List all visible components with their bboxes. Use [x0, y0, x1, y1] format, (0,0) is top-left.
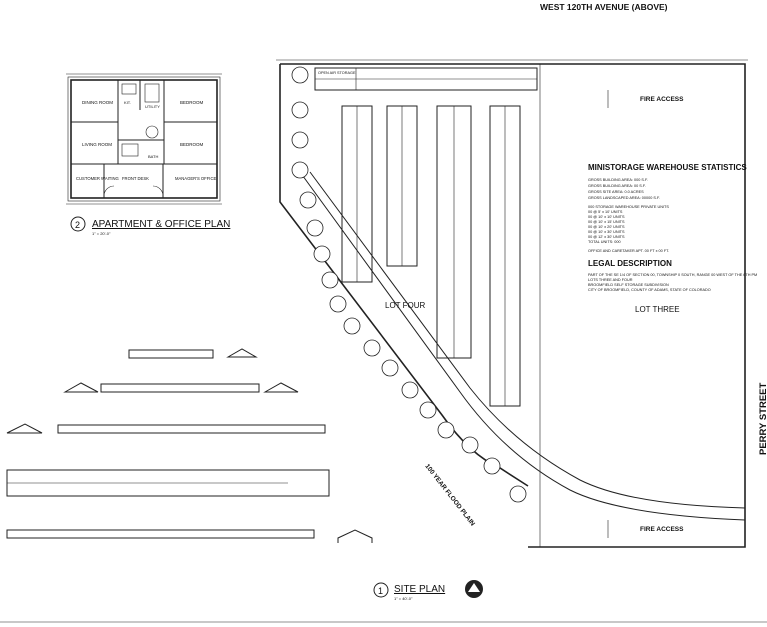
svg-text:00 @ 12' x 30' UNITS: 00 @ 12' x 30' UNITS [588, 235, 625, 239]
svg-text:GROSS BUILDING AREA: 000 S.F.: GROSS BUILDING AREA: 000 S.F. [588, 178, 648, 182]
svg-text:GROSS SITE AREA: 0.0 ACRES: GROSS SITE AREA: 0.0 ACRES [588, 190, 644, 194]
apartment-office-plan: DINING ROOM BEDROOM LIVING ROOM BEDROOM … [66, 73, 230, 236]
flood-plain-label: 100 YEAR FLOOD PLAIN [423, 463, 476, 528]
room-dining: DINING ROOM [82, 100, 113, 105]
elevation-2 [63, 382, 299, 393]
room-front-desk: FRONT DESK [122, 176, 149, 181]
lot-four-label: LOT FOUR [385, 301, 426, 310]
storage-building-3 [436, 105, 472, 359]
storage-building-4 [489, 105, 521, 407]
storage-building-1 [341, 105, 373, 283]
site-plan: OPEN AIR STORAGE LOT FOUR LOT THREE FIRE… [276, 59, 748, 601]
svg-text:LOTS THREE AND FOUR: LOTS THREE AND FOUR [588, 278, 633, 282]
svg-text:TOTAL UNITS: 000: TOTAL UNITS: 000 [588, 240, 621, 244]
statistics-lines: GROSS BUILDING AREA: 000 S.F. GROSS BUIL… [588, 178, 669, 253]
legal-title: LEGAL DESCRIPTION [588, 259, 672, 268]
statistics-title: MINISTORAGE WAREHOUSE STATISTICS [588, 163, 747, 172]
elevation-5 [6, 529, 373, 543]
plan-2-scale: 1" = 20'-0" [92, 231, 111, 236]
entry-label: OPEN AIR STORAGE [318, 71, 356, 75]
room-living: LIVING ROOM [82, 142, 112, 147]
room-kitchen: KIT. [124, 100, 131, 105]
room-customer: CUSTOMER WAITING [76, 176, 119, 181]
plan-1-number-circle [373, 582, 389, 598]
svg-text:100 YEAR FLOOD PLAIN: 100 YEAR FLOOD PLAIN [423, 463, 476, 528]
room-bath: BATH [148, 154, 158, 159]
plan-1-scale: 1" = 40'-0" [394, 596, 413, 601]
svg-text:00 @ 10' x 30' UNITS: 00 @ 10' x 30' UNITS [588, 230, 625, 234]
svg-text:00 @ 10' x 10' UNITS: 00 @ 10' x 10' UNITS [588, 215, 625, 219]
elevations [6, 348, 373, 543]
svg-text:CITY OF BROOMFIELD, COUNTY OF: CITY OF BROOMFIELD, COUNTY OF ADAMS, STA… [588, 288, 711, 292]
plan-1-number: 1 [378, 586, 383, 596]
perry-street-label: PERRY STREET [758, 382, 767, 455]
svg-text:PERRY STREET: PERRY STREET [758, 382, 767, 455]
room-utility: UTILITY [145, 104, 160, 109]
room-bedroom-2: BEDROOM [180, 142, 204, 147]
svg-text:00 @ 10' x 15' UNITS: 00 @ 10' x 15' UNITS [588, 220, 625, 224]
north-street-label: WEST 120TH AVENUE (ABOVE) [540, 2, 668, 12]
north-arrow-icon [465, 580, 483, 598]
fire-access-top: FIRE ACCESS [640, 96, 684, 103]
plan-2-title: APARTMENT & OFFICE PLAN [92, 219, 230, 230]
legal-lines: PART OF THE SE 1/4 OF SECTION 00, TOWNSH… [588, 273, 757, 292]
plan-2-number-circle [70, 216, 86, 232]
svg-text:GROSS LANDSCAPED AREA: 00000 S: GROSS LANDSCAPED AREA: 00000 S.F. [588, 196, 660, 200]
trees [291, 66, 527, 503]
svg-text:PART OF THE SE 1/4 OF SECTION: PART OF THE SE 1/4 OF SECTION 00, TOWNSH… [588, 273, 757, 277]
room-bedroom-1: BEDROOM [180, 100, 204, 105]
svg-text:BROOMFIELD SELF STORAGE SUBDIV: BROOMFIELD SELF STORAGE SUBDIVISION [588, 283, 669, 287]
fire-access-bottom: FIRE ACCESS [640, 526, 684, 533]
svg-text:GROSS BUILDING AREA: 00 S.F.: GROSS BUILDING AREA: 00 S.F. [588, 184, 646, 188]
front-storage-strip [315, 68, 537, 90]
elevation-4 [6, 469, 330, 497]
room-manager: MANAGER'S OFFICE [175, 176, 216, 181]
svg-text:00 @ 5' x 10' UNITS: 00 @ 5' x 10' UNITS [588, 210, 623, 214]
elevation-3 [6, 423, 326, 434]
storage-building-2 [386, 105, 418, 267]
lot-three-label: LOT THREE [635, 305, 680, 314]
svg-text:00 @ 10' x 20' UNITS: 00 @ 10' x 20' UNITS [588, 225, 625, 229]
plan-1-title: SITE PLAN [394, 584, 445, 595]
plan-2-number: 2 [75, 220, 80, 230]
statistics-block: MINISTORAGE WAREHOUSE STATISTICS GROSS B… [588, 163, 757, 292]
elevation-1 [128, 348, 258, 359]
svg-text:OFFICE AND CARETAKER APT. 00 F: OFFICE AND CARETAKER APT. 00 FT x 00 FT. [588, 249, 669, 253]
svg-text:000 STORAGE WAREHOUSE PRIVATE: 000 STORAGE WAREHOUSE PRIVATE UNITS [588, 205, 669, 209]
